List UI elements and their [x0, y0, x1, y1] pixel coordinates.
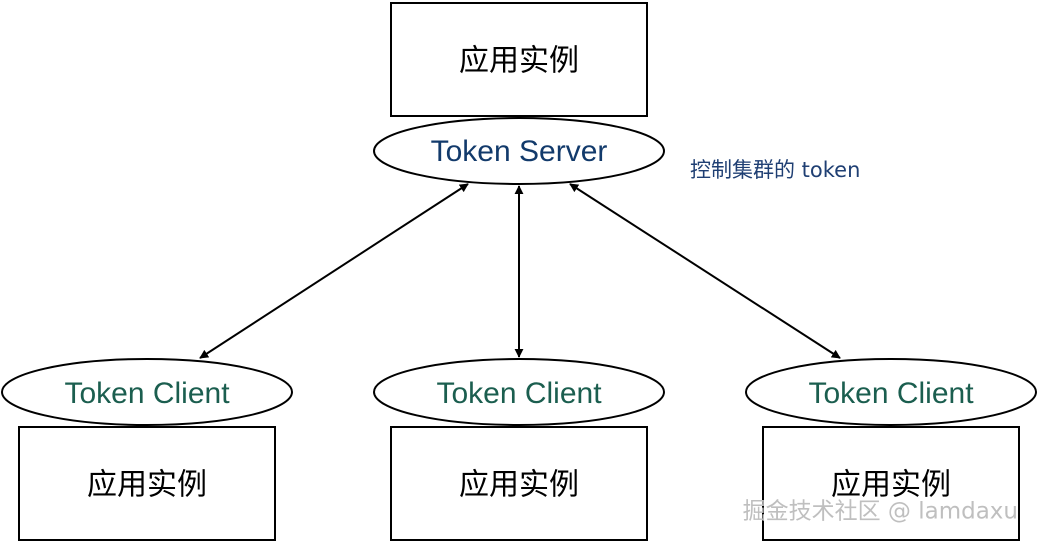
client-app-instance-box-left [18, 426, 276, 541]
token-client-node-right [745, 358, 1037, 426]
token-client-label-left: Token Client [64, 377, 230, 410]
server-note-text: 控制集群的 token [690, 158, 860, 182]
token-client-label-center: Token Client [436, 377, 602, 410]
client-app-instance-label-left: 应用实例 [87, 468, 207, 503]
client-app-instance-box-right [762, 426, 1020, 541]
client-app-instance-box-center [390, 426, 648, 541]
token-server-node [373, 117, 665, 185]
token-client-node-center [373, 358, 665, 426]
token-client-label-right: Token Client [808, 377, 974, 410]
token-client-node-left [1, 358, 293, 426]
client-app-instance-label-right: 应用实例 [831, 468, 951, 503]
arrow-server-client-left [199, 183, 469, 359]
arrow-server-client-right [569, 183, 841, 359]
server-app-instance-box [390, 2, 648, 117]
watermark-text: 掘金技术社区 @ lamdaxu [743, 499, 1018, 525]
token-server-label: Token Server [431, 135, 608, 168]
client-app-instance-label-center: 应用实例 [459, 468, 579, 503]
server-app-instance-label: 应用实例 [459, 44, 579, 79]
